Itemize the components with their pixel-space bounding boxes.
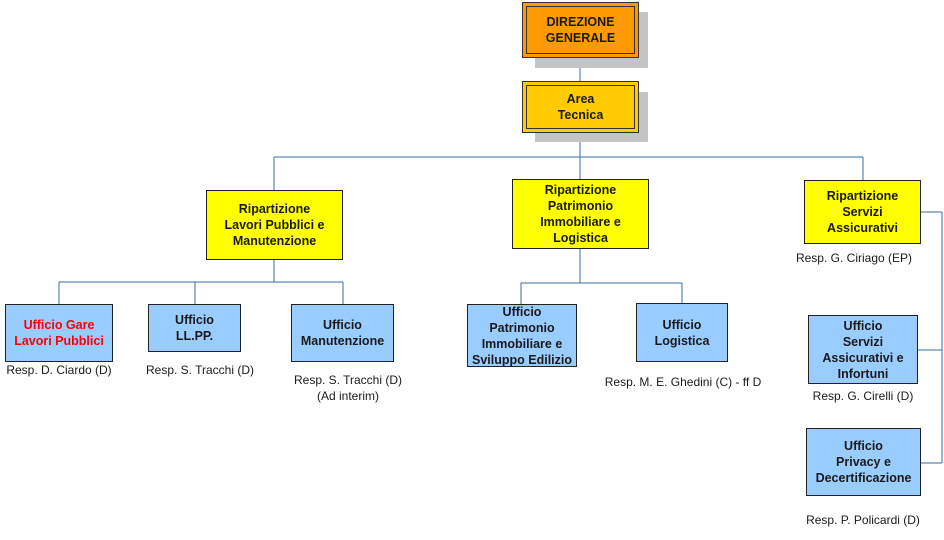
- resp-ufficio-logistica: Resp. M. E. Ghedini (C) - ff D: [604, 375, 762, 389]
- ripartizione-servizi-assicurativi-box: Ripartizione Servizi Assicurativi: [804, 180, 921, 244]
- direzione-generale-box: DIREZIONE GENERALE: [522, 2, 639, 58]
- ufficio-servizi-assicurativi-box: Ufficio Servizi Assicurativi e Infortuni: [808, 315, 918, 384]
- ufficio-manutenzione-box: Ufficio Manutenzione: [291, 304, 394, 362]
- direzione-generale-label: DIREZIONE GENERALE: [526, 6, 635, 54]
- resp-ufficio-gare: Resp. D. Ciardo (D): [6, 363, 112, 377]
- ufficio-gare-box: Ufficio Gare Lavori Pubblici: [5, 304, 113, 362]
- resp-ufficio-manutenzione: Resp. S. Tracchi (D) (Ad interim): [293, 373, 403, 403]
- ufficio-privacy-box: Ufficio Privacy e Decertificazione: [806, 428, 921, 496]
- resp-ufficio-privacy: Resp. P. Policardi (D): [806, 513, 920, 527]
- area-tecnica-label: Area Tecnica: [526, 85, 635, 129]
- area-tecnica-box: Area Tecnica: [522, 81, 639, 133]
- resp-servizi-assicurativi: Resp. G. Ciriago (EP): [795, 251, 913, 265]
- ripartizione-patrimonio-box: Ripartizione Patrimonio Immobiliare e Lo…: [512, 179, 649, 249]
- resp-ufficio-servizi-assicurativi: Resp. G. Cirelli (D): [812, 389, 914, 403]
- resp-ufficio-llpp: Resp. S. Tracchi (D): [145, 363, 255, 377]
- ufficio-logistica-box: Ufficio Logistica: [636, 303, 728, 362]
- ripartizione-lavori-pubblici-box: Ripartizione Lavori Pubblici e Manutenzi…: [206, 190, 343, 260]
- ufficio-patrimonio-box: Ufficio Patrimonio Immobiliare e Svilupp…: [467, 304, 577, 367]
- ufficio-llpp-box: Ufficio LL.PP.: [148, 304, 241, 352]
